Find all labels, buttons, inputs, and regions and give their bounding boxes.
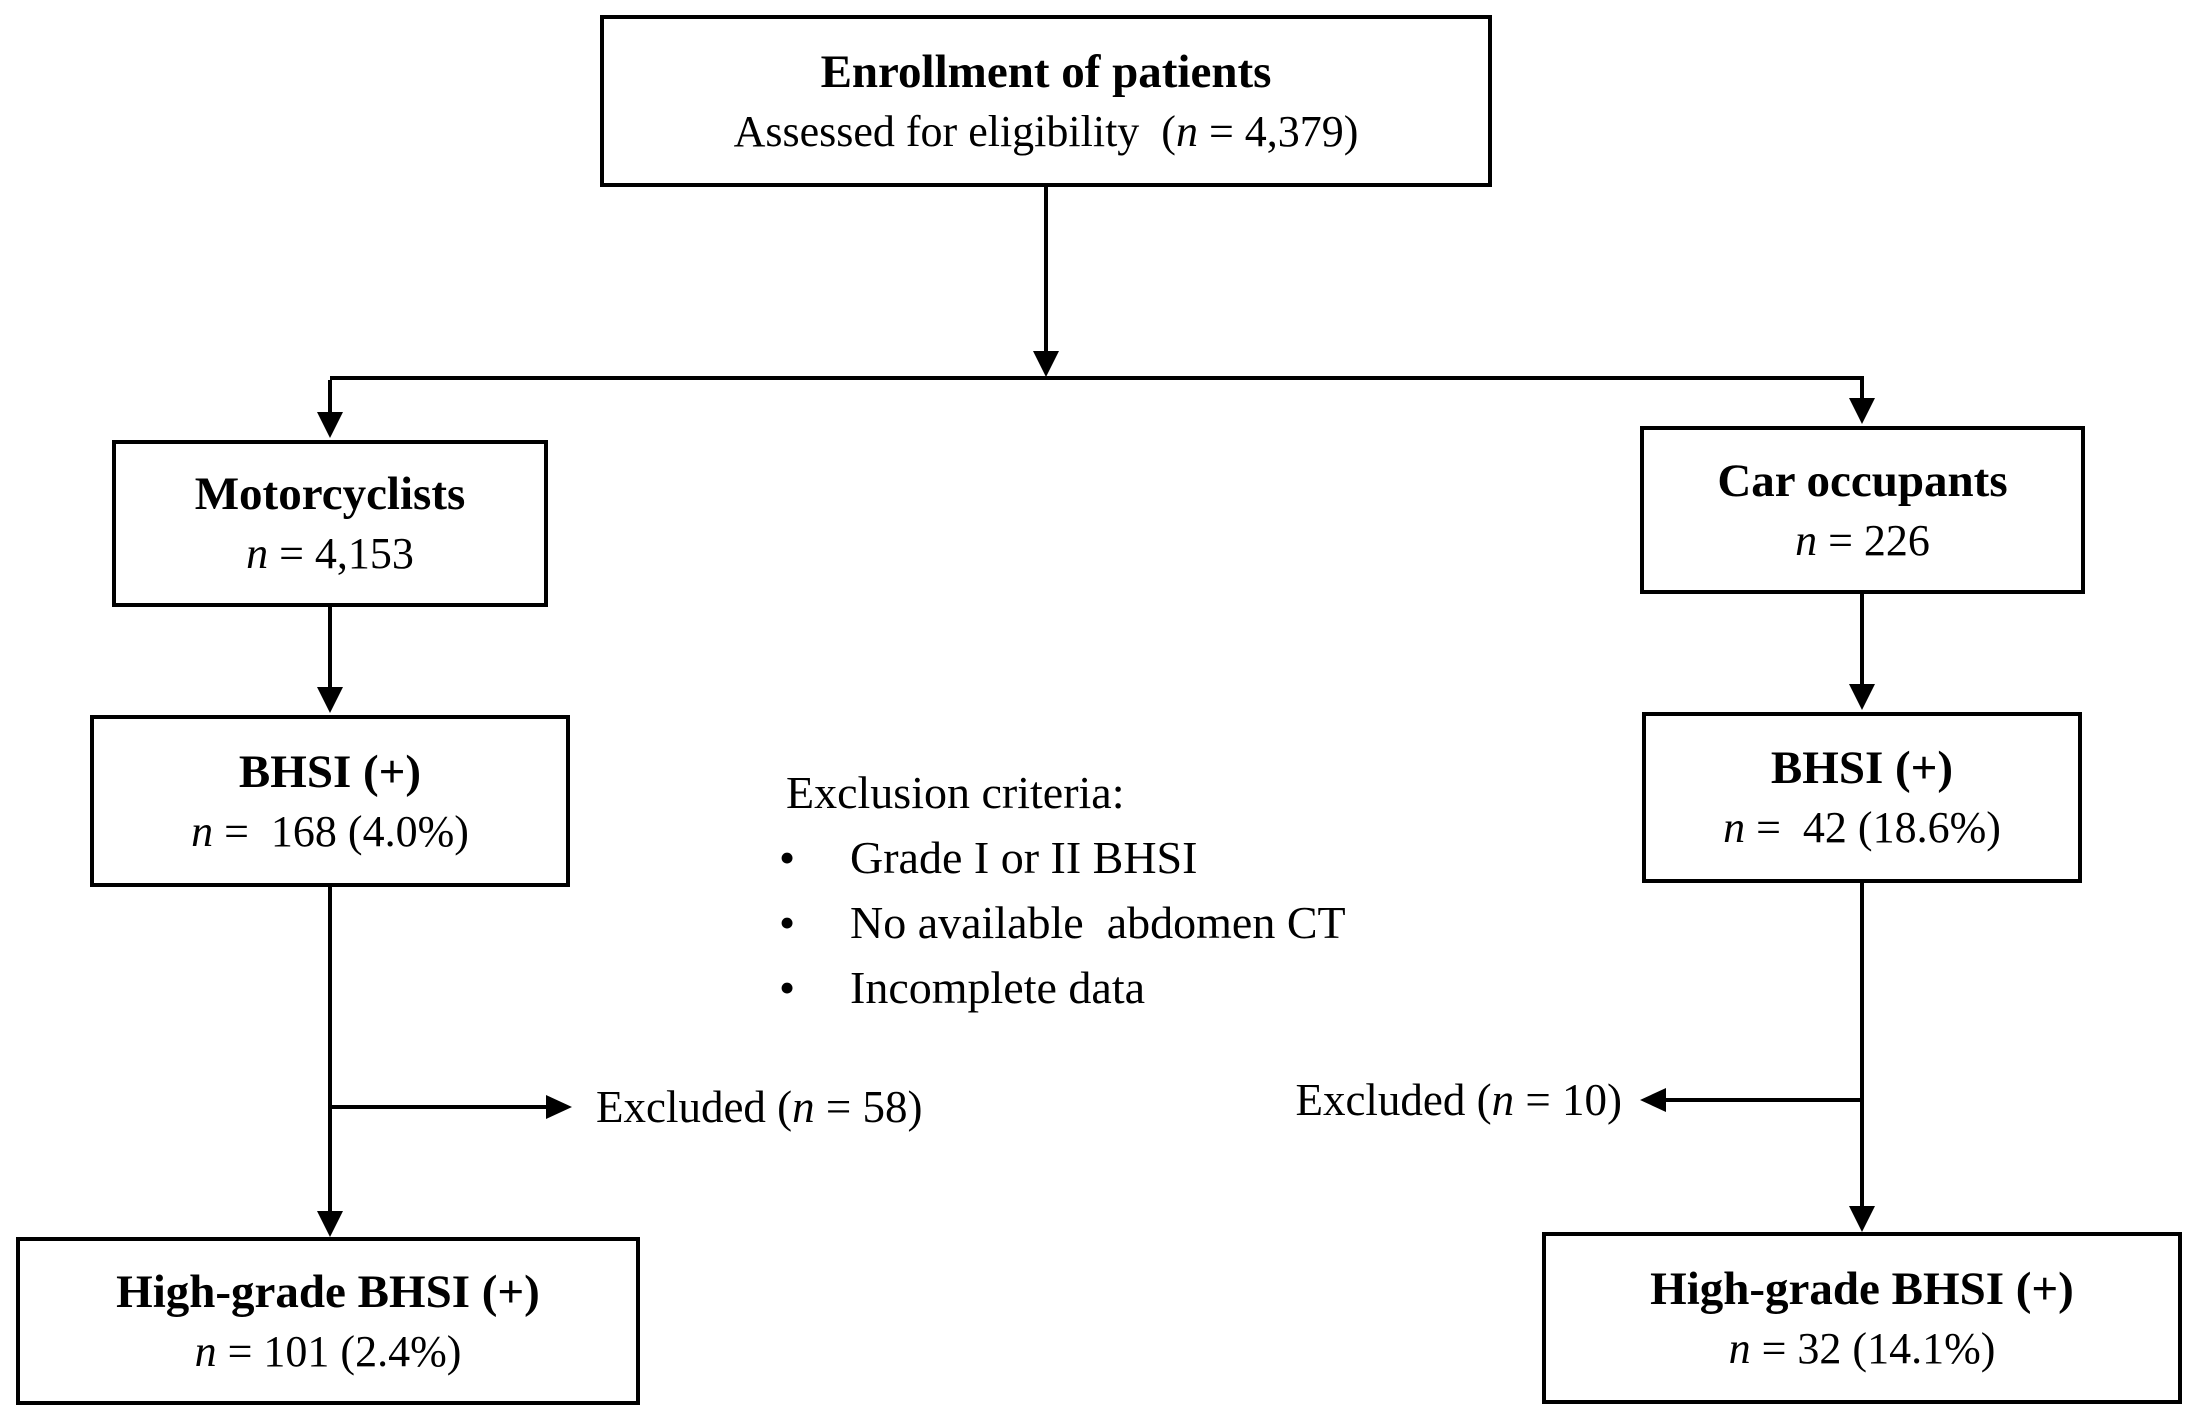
- bullet-icon: •: [779, 832, 796, 883]
- excluded-right-post: = 10): [1514, 1075, 1622, 1125]
- car-occupants-count-value: = 226: [1817, 515, 1930, 565]
- high-grade-left-count-n: n: [194, 1326, 217, 1376]
- exclusion-criteria-item: • No available abdomen CT: [775, 890, 1515, 955]
- arrowhead-left-excluded-right: [1640, 1088, 1666, 1112]
- motorcyclists-title: Motorcyclists: [194, 468, 466, 521]
- arrowhead-down-motorcyclists: [317, 412, 343, 438]
- high-grade-right-box: High-grade BHSI (+) n = 32 (14.1%): [1542, 1232, 2182, 1404]
- connector-excluded-right: [1666, 1098, 1862, 1102]
- car-occupants-count: n = 226: [1795, 512, 1930, 570]
- enrollment-subtitle-n: n: [1175, 106, 1198, 156]
- bhsi-right-title: BHSI (+): [1770, 742, 1954, 795]
- bhsi-right-box: BHSI (+) n = 42 (18.6%): [1642, 712, 2082, 883]
- excluded-left-n: n: [792, 1082, 815, 1132]
- enrollment-title: Enrollment of patients: [820, 45, 1272, 98]
- arrowhead-down-outcome-right: [1849, 1206, 1875, 1232]
- bhsi-left-box: BHSI (+) n = 168 (4.0%): [90, 715, 570, 887]
- car-occupants-title: Car occupants: [1717, 454, 2008, 507]
- arrowhead-down-outcome-left: [317, 1211, 343, 1237]
- connector-motorcyclists-to-bhsi: [328, 607, 332, 689]
- bhsi-right-count-value: = 42 (18.6%): [1745, 803, 2001, 853]
- bhsi-left-title: BHSI (+): [238, 745, 422, 798]
- exclusion-criteria-item: • Incomplete data: [775, 955, 1515, 1020]
- excluded-right-n: n: [1491, 1075, 1515, 1125]
- excluded-right-pre: Excluded (: [1295, 1075, 1492, 1125]
- bullet-icon: •: [779, 897, 796, 948]
- exclusion-criteria-item-text: No available abdomen CT: [850, 897, 1346, 948]
- connector-right-drop: [1860, 380, 1864, 400]
- car-occupants-count-n: n: [1795, 515, 1818, 565]
- bhsi-left-count: n = 168 (4.0%): [191, 803, 469, 861]
- exclusion-criteria-item: • Grade I or II BHSI: [775, 825, 1515, 890]
- high-grade-left-count-value: = 101 (2.4%): [216, 1326, 462, 1376]
- enrollment-subtitle: Assessed for eligibility (n = 4,379): [734, 103, 1359, 161]
- connector-split-horizontal: [330, 376, 1864, 380]
- motorcyclists-count-n: n: [246, 529, 269, 579]
- connector-car-to-bhsi: [1860, 594, 1864, 686]
- arrowhead-down-bhsi-right: [1849, 684, 1875, 710]
- high-grade-left-count: n = 101 (2.4%): [195, 1323, 462, 1381]
- exclusion-criteria-block: Exclusion criteria: • Grade I or II BHSI…: [775, 760, 1515, 1020]
- exclusion-criteria-heading: Exclusion criteria:: [786, 767, 1125, 818]
- connector-bhsi-right-to-outcome: [1860, 883, 1864, 1208]
- high-grade-right-title: High-grade BHSI (+): [1650, 1262, 2074, 1315]
- exclusion-criteria-item-text: Incomplete data: [850, 962, 1146, 1013]
- arrowhead-down-bhsi-left: [317, 687, 343, 713]
- excluded-left-label: Excluded (n = 58): [596, 1077, 923, 1137]
- car-occupants-box: Car occupants n = 226: [1640, 426, 2085, 594]
- bhsi-right-count-n: n: [1723, 803, 1746, 853]
- arrowhead-down-split: [1033, 351, 1059, 377]
- high-grade-right-count: n = 32 (14.1%): [1729, 1320, 1996, 1378]
- motorcyclists-count-value: = 4,153: [268, 529, 414, 579]
- excluded-left-post: = 58): [814, 1082, 923, 1132]
- excluded-right-label: Excluded (n = 10): [1180, 1070, 1622, 1130]
- bhsi-right-count: n = 42 (18.6%): [1723, 799, 2001, 857]
- excluded-left-pre: Excluded (: [596, 1082, 793, 1132]
- connector-bhsi-left-to-outcome: [328, 887, 332, 1213]
- bullet-icon: •: [779, 962, 796, 1013]
- arrowhead-right-excluded-left: [546, 1095, 572, 1119]
- connector-top-vertical: [1044, 187, 1048, 351]
- exclusion-criteria-item-text: Grade I or II BHSI: [850, 832, 1198, 883]
- high-grade-left-title: High-grade BHSI (+): [116, 1265, 540, 1318]
- high-grade-right-count-value: = 32 (14.1%): [1750, 1323, 1996, 1373]
- high-grade-left-box: High-grade BHSI (+) n = 101 (2.4%): [16, 1237, 640, 1405]
- motorcyclists-box: Motorcyclists n = 4,153: [112, 440, 548, 607]
- enrollment-subtitle-post: = 4,379): [1197, 106, 1359, 156]
- motorcyclists-count: n = 4,153: [246, 525, 414, 583]
- high-grade-right-count-n: n: [1728, 1323, 1751, 1373]
- connector-excluded-left: [330, 1105, 546, 1109]
- arrowhead-down-car-occupants: [1849, 398, 1875, 424]
- bhsi-left-count-value: = 168 (4.0%): [213, 806, 469, 856]
- connector-left-drop: [328, 380, 332, 414]
- enrollment-subtitle-pre: Assessed for eligibility (: [733, 106, 1176, 156]
- enrollment-box: Enrollment of patients Assessed for elig…: [600, 15, 1492, 187]
- bhsi-left-count-n: n: [191, 806, 214, 856]
